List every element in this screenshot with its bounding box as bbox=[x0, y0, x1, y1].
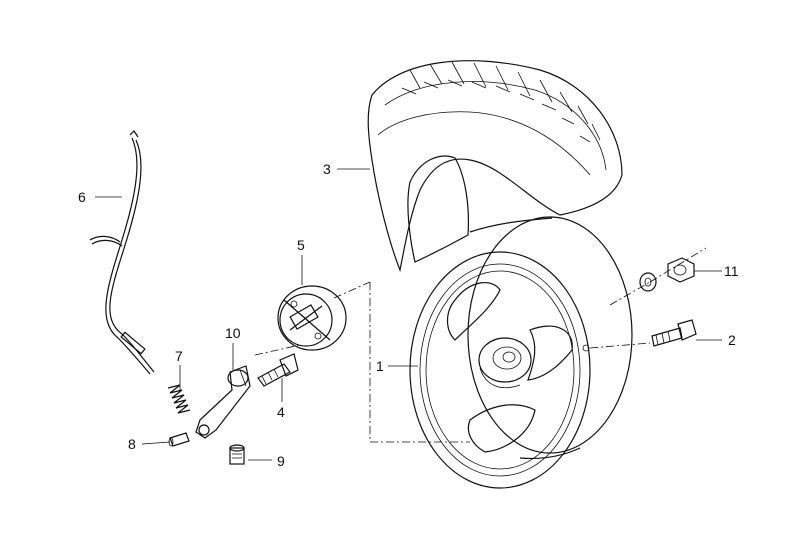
brake-cam-drawing bbox=[257, 353, 299, 387]
callout-10: 10 bbox=[225, 325, 241, 341]
wheel-bolt-drawing bbox=[651, 319, 697, 347]
leader-lines bbox=[95, 168, 722, 461]
brake-cable-drawing bbox=[89, 130, 155, 375]
wheel-rim-drawing bbox=[409, 216, 633, 489]
callout-1: 1 bbox=[376, 358, 384, 374]
callout-11: 11 bbox=[724, 263, 739, 279]
assembly-axis-lines bbox=[254, 247, 707, 443]
brake-shoes-drawing bbox=[277, 285, 347, 351]
callout-2: 2 bbox=[728, 332, 736, 348]
spring-drawing bbox=[167, 384, 191, 414]
callout-9: 9 bbox=[277, 453, 285, 469]
callout-6: 6 bbox=[78, 189, 86, 205]
callout-7: 7 bbox=[175, 348, 183, 364]
callout-5: 5 bbox=[297, 237, 305, 253]
callout-8: 8 bbox=[128, 436, 136, 452]
pin-drawing bbox=[168, 432, 190, 447]
callout-3: 3 bbox=[323, 161, 331, 177]
washer-nut-drawing bbox=[639, 257, 695, 292]
brake-lever-drawing bbox=[195, 365, 251, 439]
tyre-drawing bbox=[367, 60, 623, 273]
bolt-9-drawing bbox=[229, 444, 245, 465]
callout-4: 4 bbox=[277, 404, 285, 420]
